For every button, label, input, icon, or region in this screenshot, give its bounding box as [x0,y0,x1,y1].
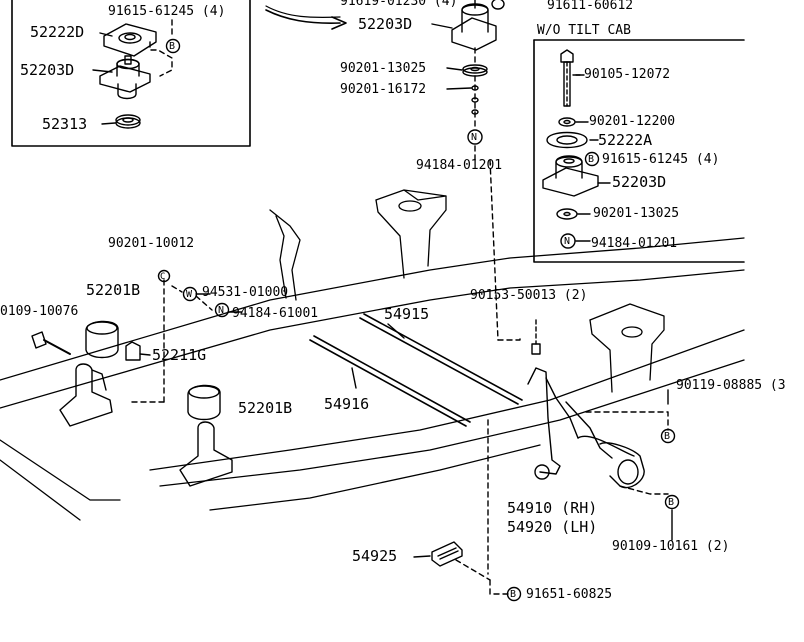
left-dash-lines [129,279,213,403]
label-right-52222A: 52222A [598,131,653,149]
label-right-90201-13025: 90201-13025 [593,206,680,221]
right-52203D-mount-drawing [542,155,599,197]
label-right-90105-12072: 90105-12072 [584,67,671,82]
label-90201-10012: 90201-10012 [108,236,195,251]
left-hanger-drawing [59,363,233,487]
label-91611-60612: 91611-60612 [547,0,634,13]
label-90109-10161: 90109-10161 (2) [612,539,730,554]
symbol-C-left: C [160,272,166,282]
label-54925: 54925 [352,547,398,565]
symbol-N-left: N [218,305,225,316]
rod-leader-lines [351,323,405,389]
center-52203D-mount-drawing [431,0,505,51]
symbol-W-left: W [186,289,193,300]
chassis-frame-drawing [0,189,745,521]
label-54910-rh: 54910 (RH) [507,499,598,517]
symbol-B-bottom: B [510,589,517,600]
right-leader-lines [572,74,611,242]
label-52211G: 52211G [152,346,207,364]
symbol-B-arm-lower: B [668,497,675,508]
label-91619-01230: 91619-01230 (4) [340,0,458,9]
symbol-N-center: N [471,132,478,143]
label-94184-61001: 94184-61001 [232,306,319,321]
rod-54915-drawing [359,313,523,405]
label-center-94184-01201: 94184-01201 [416,158,503,173]
callout-arrow [265,5,347,30]
label-right-94184-01201: 94184-01201 [591,236,678,251]
symbol-N-right: N [564,236,571,247]
label-right-90201-12200: 90201-12200 [589,114,676,129]
inset-box-left [11,0,251,147]
inset-52222D-plate-drawing [99,23,157,57]
label-54920-lh: 54920 (LH) [507,518,598,536]
bolt-90109-10076-drawing [31,331,71,355]
left-small-symbols [157,269,243,318]
label-center-52203D: 52203D [358,15,413,33]
right-B-symbol [584,151,600,167]
label-inset-52203D: 52203D [20,61,75,79]
symbol-B-right: B [588,154,595,165]
center-washers-drawing [446,64,488,115]
label-54916: 54916 [324,395,370,413]
symbol-B-arm-upper: B [664,431,671,442]
label-90109-10076: 0109-10076 [0,304,79,319]
arm-54910-drawing [527,319,645,489]
right-washer-lower-drawing [556,208,578,220]
symbol-B-inset: B [169,41,176,52]
right-washer-drawing [558,117,576,127]
inset-B-symbol [165,38,181,54]
inset-52313-washer-drawing [101,114,141,129]
inset-box-right [533,39,745,263]
label-inset-52313: 52313 [42,115,88,133]
right-dash-lines [455,411,669,595]
label-52201B-lower: 52201B [238,399,293,417]
label-right-52203D: 52203D [612,173,667,191]
bushing-52201B-drawing [85,320,221,421]
part-54925-drawing [413,541,463,567]
label-90153-50013: 90153-50013 (2) [470,288,588,303]
label-90119-08885: 90119-08885 (3 [676,378,786,393]
label-center-90201-13025: 90201-13025 [340,61,427,76]
label-inset-52222D: 52222D [30,23,85,41]
rod-54916-drawing [309,335,471,427]
right-52222A-plate-drawing [546,131,588,149]
inset-52203D-mount-drawing [92,55,151,100]
label-54915: 54915 [384,305,430,323]
right-N-symbol [560,233,576,249]
label-center-90201-16172: 90201-16172 [340,82,427,97]
right-B-symbols [506,389,680,602]
center-N-symbol [467,129,483,145]
center-mount-dash-line [474,47,521,341]
label-inset-91615-61245: 91615-61245 (4) [108,4,226,19]
clip-52211G-drawing [125,341,151,361]
label-91651-60825: 91651-60825 [526,587,613,602]
label-right-91615-61245: 91615-61245 (4) [602,152,720,167]
label-wo-tilt-cab: W/O TILT CAB [537,23,631,38]
right-bolt-drawing [560,49,581,107]
label-94531-01000: 94531-01000 [202,285,289,300]
inset-bolt-dash-line [149,19,173,77]
label-52201B-left: 52201B [86,281,141,299]
